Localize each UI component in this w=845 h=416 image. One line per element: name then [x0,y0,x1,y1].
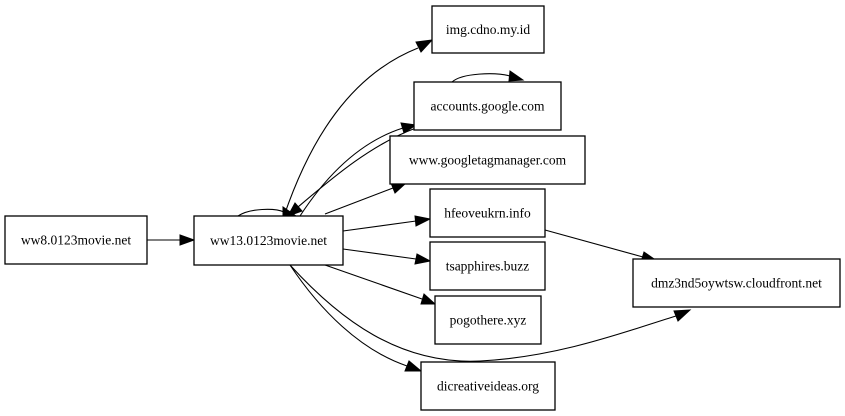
node-label-pogo: pogothere.xyz [450,313,527,328]
node-pogo[interactable]: pogothere.xyz [434,295,542,345]
node-accounts[interactable]: accounts.google.com [413,81,562,131]
node-img[interactable]: img.cdno.my.id [431,5,545,54]
edge-ww13-to-dmz [289,264,692,362]
node-ww8[interactable]: ww8.0123movie.net [4,215,148,265]
edge-accounts-to-ww13 [286,127,417,217]
edge-ww13-to-tsap [342,248,432,265]
node-label-dmz: dmz3nd5oywtsw.cloudfront.net [651,276,822,291]
node-tsap[interactable]: tsapphires.buzz [429,241,546,291]
edge-ww8-to-ww13 [147,234,196,246]
node-hfeo[interactable]: hfeoveukrn.info [429,188,546,238]
node-dicr[interactable]: dicreativeideas.org [420,361,556,411]
node-label-ww8: ww8.0123movie.net [21,233,131,248]
node-label-tsap: tsapphires.buzz [446,259,530,274]
edge-ww13-to-accounts [299,122,418,217]
node-ww13[interactable]: ww13.0123movie.net [193,215,344,266]
edge-ww13-to-pogo [324,264,437,305]
edge-accounts-self-loop [451,70,525,83]
node-label-ww13: ww13.0123movie.net [210,233,327,248]
edge-ww13-to-img [283,39,434,217]
edge-ww13-to-hfeo [342,215,432,232]
edge-ww13-to-gtm [324,182,408,215]
node-label-img: img.cdno.my.id [446,22,530,37]
nodes: ww8.0123movie.net ww13.0123movie.net img… [4,5,841,411]
edge-ww13-to-dicr [289,264,423,372]
node-label-gtm: www.googletagmanager.com [409,153,567,168]
node-label-hfeo: hfeoveukrn.info [444,206,531,221]
node-label-dicr: dicreativeideas.org [437,379,539,394]
edge-hfeo-to-dmz [544,229,659,263]
node-dmz[interactable]: dmz3nd5oywtsw.cloudfront.net [632,258,841,308]
node-label-accounts: accounts.google.com [431,99,545,114]
edges [147,39,692,372]
node-gtm[interactable]: www.googletagmanager.com [389,135,586,185]
